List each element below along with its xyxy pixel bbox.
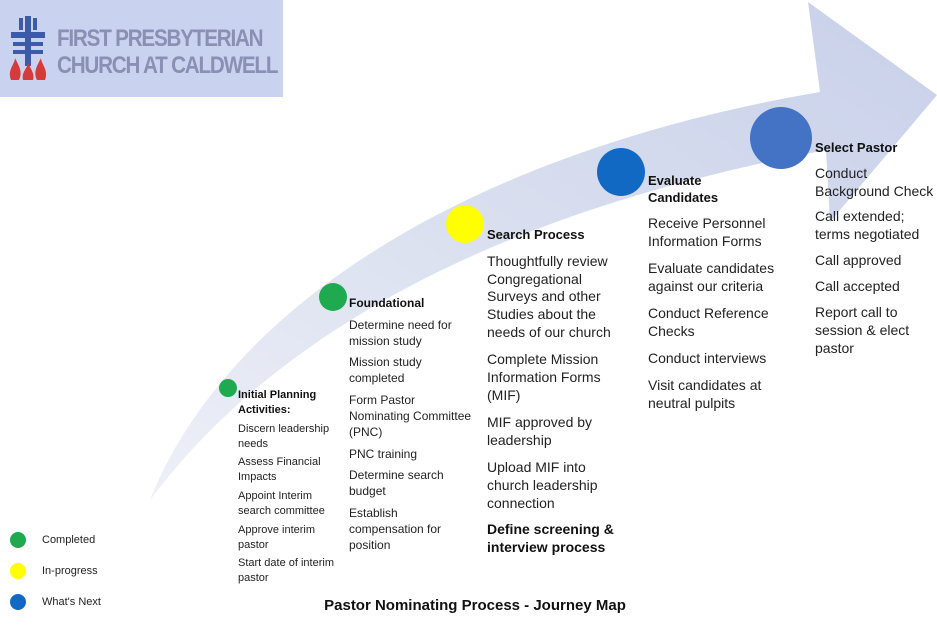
- stage-item: Start date of interim pastor: [238, 557, 334, 585]
- legend-label: In-progress: [42, 565, 98, 577]
- stage-select-pastor: Select Pastor Conduct Background Check C…: [815, 140, 937, 358]
- stage-item: Conduct interviews: [648, 349, 767, 366]
- completed-dot-icon: [10, 532, 26, 548]
- stage-title-line: Initial Planning: [238, 389, 317, 401]
- stage-item: Assess Financial Impacts: [238, 456, 321, 484]
- logo-text-line-2: CHURCH AT CALDWELL: [57, 52, 278, 79]
- stage-item: Report call to session & elect pastor: [815, 304, 910, 356]
- stage-item: Determine search budget: [349, 468, 444, 499]
- stage-item: Call accepted: [815, 278, 900, 295]
- stage-item: Determine need for mission study: [349, 317, 452, 348]
- stage-item: Conduct Background Check: [815, 164, 934, 199]
- stage-evaluate-candidates: Evaluate Candidates Receive Personnel In…: [648, 173, 793, 412]
- logo-text-line-1: FIRST PRESBYTERIAN: [57, 25, 264, 52]
- in-progress-dot-icon: [10, 563, 26, 579]
- diagram-title: Pastor Nominating Process - Journey Map: [324, 597, 626, 614]
- arrow-body: [150, 2, 937, 500]
- stage-title: Foundational: [349, 296, 425, 310]
- presbyterian-seal-icon: [9, 16, 47, 80]
- stage-title-line: Activities:: [238, 403, 291, 416]
- stage-search-process: Search Process Thoughtfully review Congr…: [487, 227, 627, 557]
- stage-item: Evaluate candidates against our criteria: [648, 260, 775, 294]
- stage-item: Thoughtfully review Congregational Surve…: [487, 252, 611, 341]
- stage-item: Approve interim pastor: [238, 523, 316, 551]
- stage-1-status-dot: [219, 379, 237, 397]
- stage-foundational: Foundational Determine need for mission …: [349, 296, 474, 554]
- stage-item: Discern leadership needs: [238, 422, 330, 450]
- legend-label: What's Next: [42, 596, 101, 608]
- stage-item: Conduct Reference Checks: [648, 304, 769, 339]
- stage-title-line: Candidates: [648, 189, 719, 205]
- stage-4-status-dot: [597, 148, 645, 196]
- stage-item: Call extended; terms negotiated: [815, 208, 920, 243]
- stage-item: PNC training: [349, 446, 418, 461]
- church-logo: FIRST PRESBYTERIAN CHURCH AT CALDWELL: [0, 0, 283, 97]
- stage-item: Form Pastor Nominating Committee (PNC): [349, 393, 472, 439]
- stage-item: Establish compensation for position: [349, 506, 442, 552]
- stage-item: Mission study completed: [349, 355, 422, 386]
- stage-item: Upload MIF into church leadership connec…: [487, 458, 598, 511]
- stage-item: Complete Mission Information Forms (MIF): [487, 351, 601, 403]
- stage-item: Define screening & interview process: [487, 521, 614, 556]
- stage-2-status-dot: [319, 283, 347, 311]
- stage-item: Appoint Interim search committee: [238, 490, 325, 517]
- stage-item: Receive Personnel Information Forms: [648, 215, 766, 250]
- whats-next-dot-icon: [10, 594, 26, 610]
- stage-title: Search Process: [487, 227, 585, 242]
- stage-title-line: Evaluate: [648, 173, 702, 188]
- stage-item: MIF approved by leadership: [487, 413, 593, 448]
- stage-item: Visit candidates at neutral pulpits: [648, 376, 762, 411]
- stage-title: Initial Planning Activities:: [238, 388, 338, 418]
- stage-5-status-dot: [750, 107, 812, 169]
- stage-3-status-dot: [446, 205, 484, 243]
- stage-item: Call approved: [815, 252, 902, 269]
- stage-title: Evaluate Candidates: [648, 173, 793, 206]
- legend-label: Completed: [42, 534, 96, 546]
- stage-initial-planning: Initial Planning Activities: Discern lea…: [238, 388, 338, 586]
- stage-title: Select Pastor: [815, 140, 898, 155]
